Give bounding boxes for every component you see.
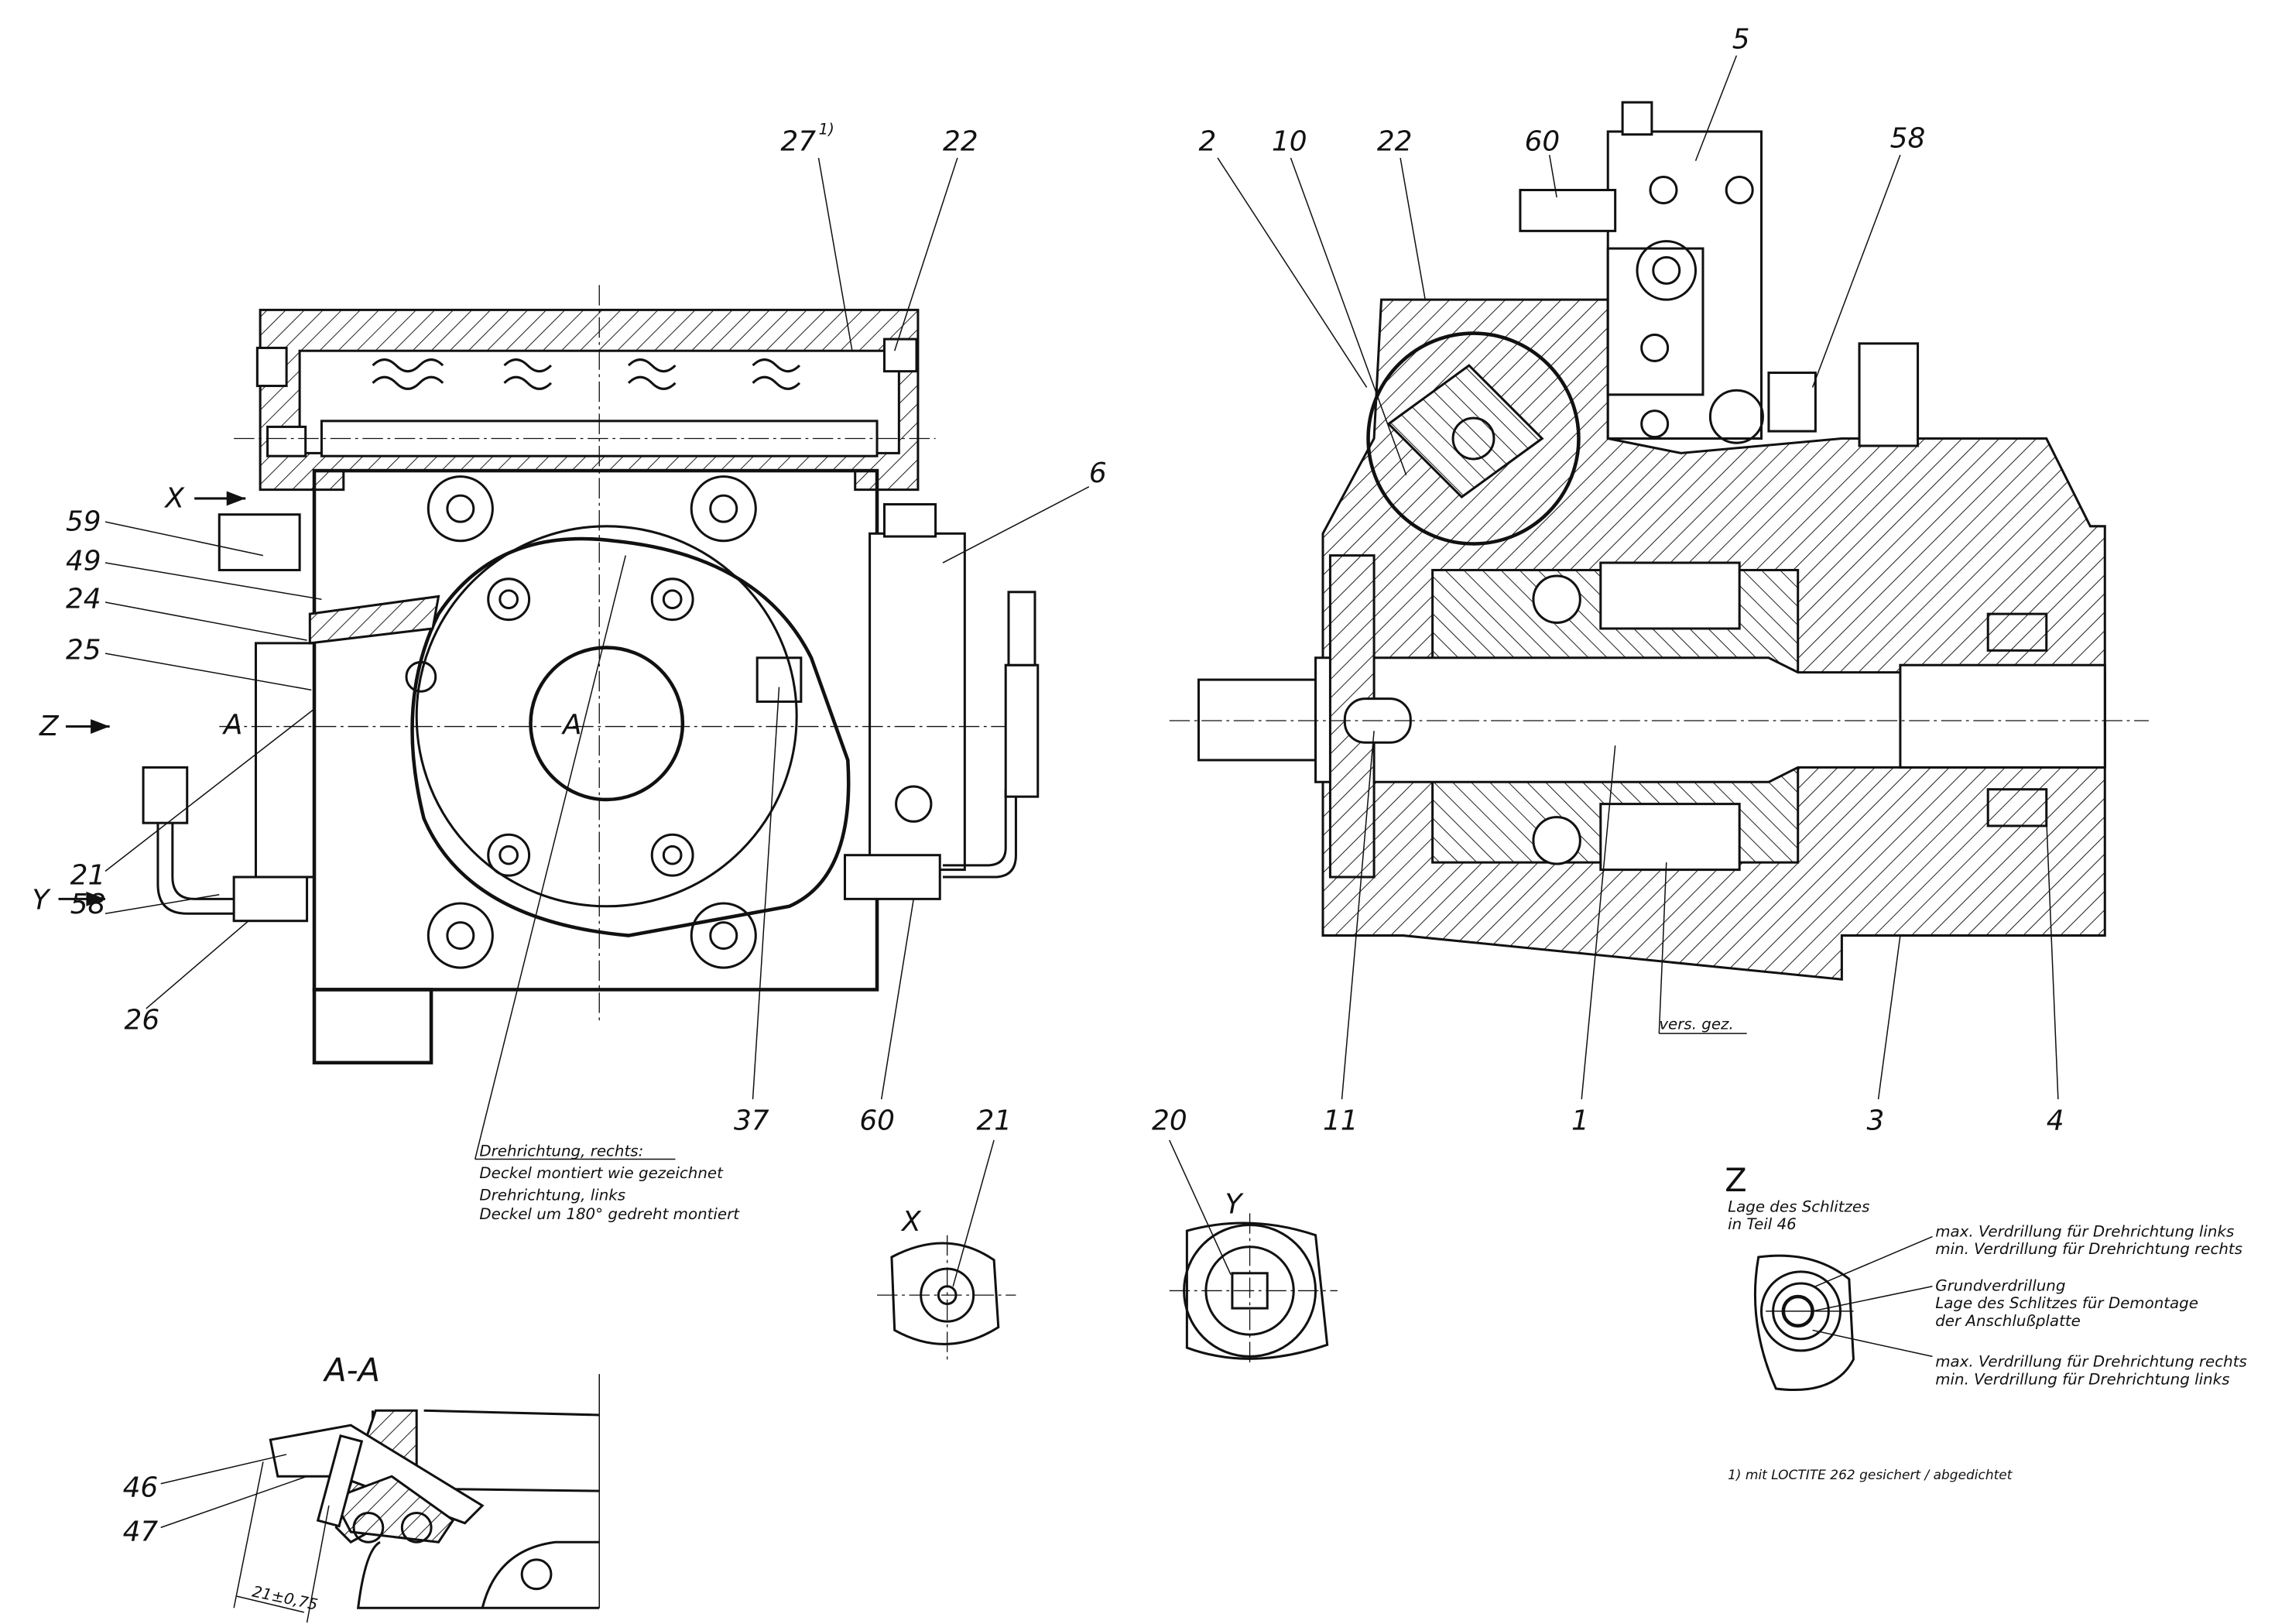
label-10: 10 (1272, 126, 1307, 158)
footnote: 1) mit LOCTITE 262 gesichert / abgedicht… (1728, 1468, 2013, 1483)
view-z-caption-2: in Teil 46 (1728, 1215, 1797, 1233)
label-37: 37 (734, 1105, 769, 1137)
label-section-a-left: A (222, 709, 243, 741)
label-59: 59 (66, 505, 101, 537)
label-view-z: Z (39, 711, 60, 742)
detail-view-y: Y 20 (1152, 1105, 1338, 1367)
label-27: 27 (780, 126, 816, 158)
label-27-footnote-ref: 1) (819, 121, 834, 139)
label-22: 22 (943, 126, 978, 158)
view-y-title: Y (1225, 1188, 1244, 1220)
detail-view-x: X 21 (877, 1105, 1016, 1360)
label-46: 46 (123, 1472, 159, 1504)
label-25: 25 (66, 635, 101, 666)
left-view-labels: 27 1) 22 6 X 59 49 24 25 Z A A 21 Y 58 2… (33, 121, 1107, 1137)
label-view-y: Y (33, 885, 52, 916)
dimension-21: 21±0,75 (251, 1583, 320, 1614)
label-1: 1 (1571, 1105, 1589, 1137)
label-58-right: 58 (1890, 123, 1926, 155)
rotation-note: Drehrichtung, rechts: Deckel montiert wi… (474, 555, 740, 1223)
section-a-a: A-A 46 47 21±0,75 (123, 1352, 600, 1623)
label-58: 58 (70, 889, 106, 920)
label-3: 3 (1866, 1105, 1884, 1137)
right-view-labels: 5 60 58 2 10 22 11 1 3 4 (1198, 23, 2064, 1136)
view-z-note-1b: min. Verdrillung für Drehrichtung rechts (1935, 1240, 2242, 1258)
label-60: 60 (859, 1105, 895, 1137)
bolt-heads (405, 475, 933, 969)
label-section-a-right: A (561, 709, 582, 741)
detail-view-z: Z Lage des Schlitzes in Teil 46 max. Ver… (1725, 1161, 2247, 1392)
label-60-right: 60 (1525, 126, 1561, 158)
label-2: 2 (1198, 126, 1216, 158)
rotation-note-line-4: Deckel um 180° gedreht montiert (479, 1205, 740, 1223)
label-6: 6 (1089, 457, 1107, 489)
view-z-title: Z (1725, 1161, 1746, 1199)
left-view-pump (142, 285, 1040, 1065)
label-26: 26 (125, 1004, 160, 1036)
label-47: 47 (123, 1516, 159, 1547)
view-z-note-2a: Grundverdrillung (1935, 1276, 2065, 1294)
label-49: 49 (66, 545, 101, 577)
view-z-note-2c: der Anschlußplatte (1935, 1312, 2081, 1330)
label-4: 4 (2047, 1105, 2064, 1137)
view-y-label-20: 20 (1152, 1105, 1187, 1137)
view-z-note-3b: min. Verdrillung für Drehrichtung links (1935, 1370, 2229, 1388)
view-z-note-1a: max. Verdrillung für Drehrichtung links (1935, 1223, 2234, 1241)
view-x-title: X (900, 1206, 922, 1238)
section-aa-title: A-A (322, 1352, 380, 1389)
label-11: 11 (1323, 1105, 1358, 1137)
label-22-right: 22 (1377, 126, 1413, 158)
label-5: 5 (1732, 23, 1750, 55)
label-24: 24 (66, 584, 101, 615)
rotation-note-line-2: Deckel montiert wie gezeichnet (479, 1164, 724, 1182)
view-z-note-2b: Lage des Schlitzes für Demontage (1935, 1294, 2198, 1312)
view-z-caption-1: Lage des Schlitzes (1728, 1197, 1869, 1215)
label-view-x: X (163, 482, 185, 514)
vers-gez-note: vers. gez. (1659, 1015, 1733, 1033)
view-x-label-21: 21 (976, 1105, 1012, 1137)
rotation-note-line-1: Drehrichtung, rechts: (479, 1143, 643, 1160)
rotation-note-line-3: Drehrichtung, links (479, 1186, 625, 1204)
view-z-note-3a: max. Verdrillung für Drehrichtung rechts (1935, 1353, 2247, 1371)
right-view-section: vers. gez. (1169, 101, 2149, 1034)
label-21: 21 (70, 859, 106, 891)
